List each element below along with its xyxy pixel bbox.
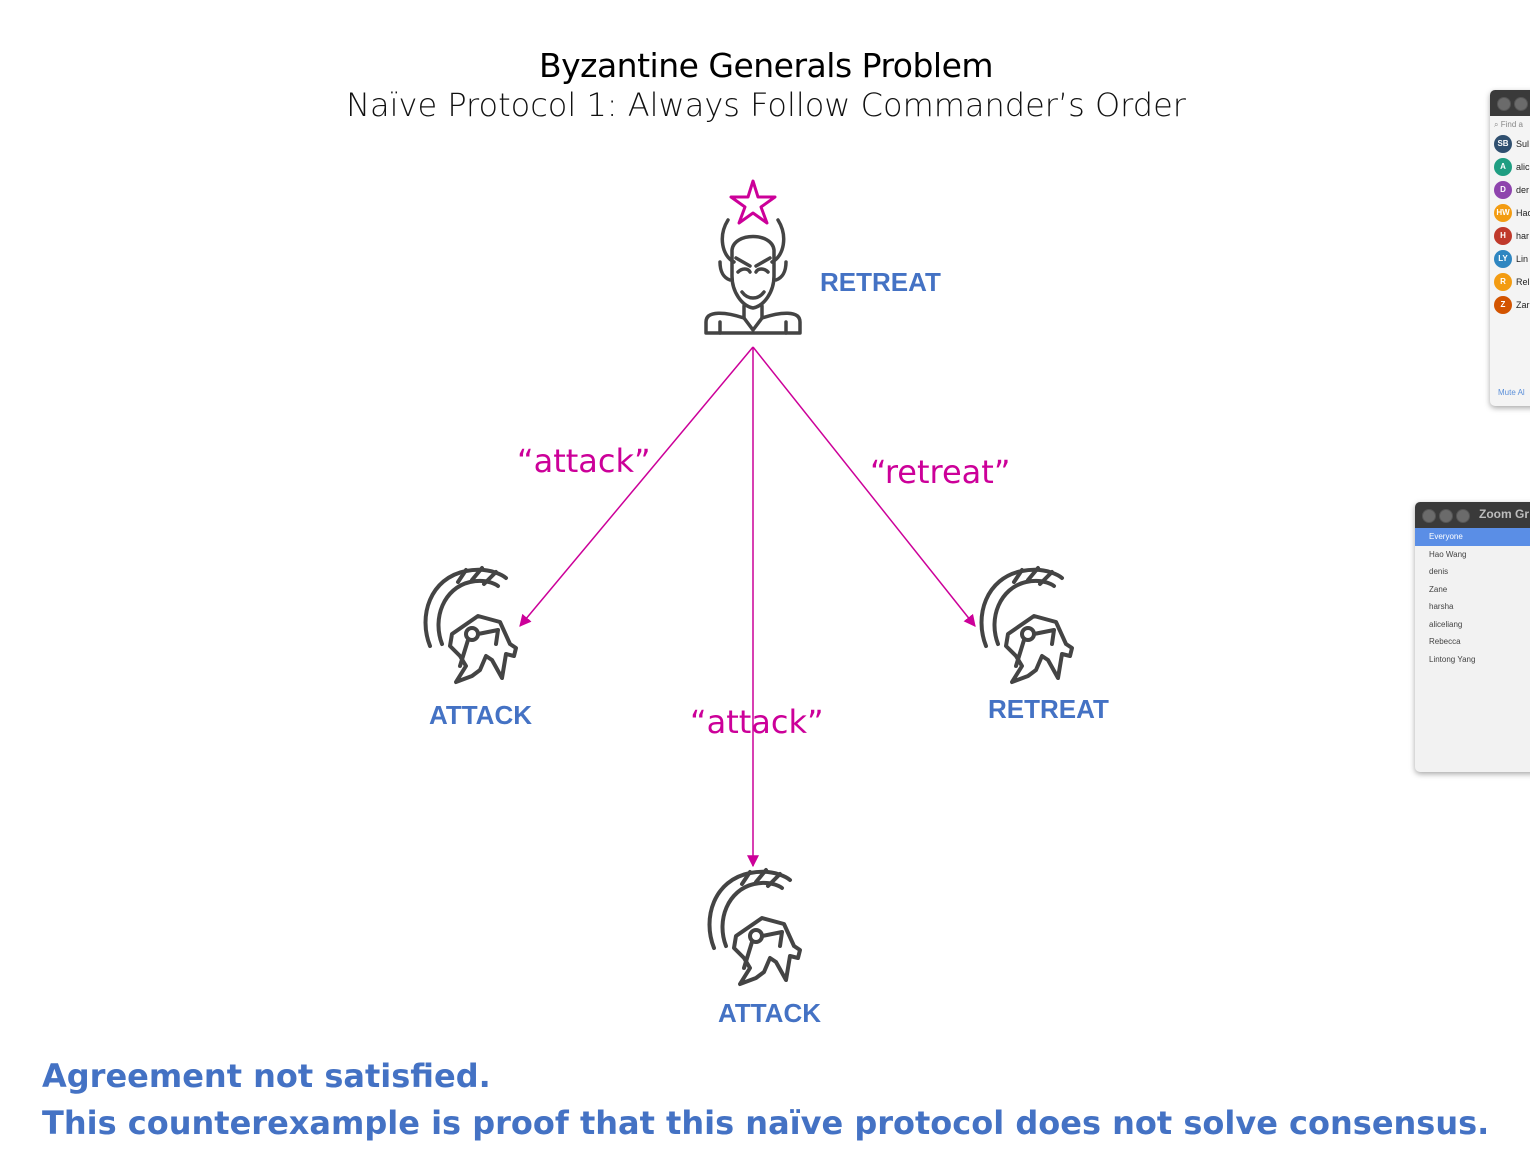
- participant-row[interactable]: R Rel: [1494, 273, 1530, 291]
- message-middle: “attack”: [690, 703, 824, 741]
- conclusion-line-2: This counterexample is proof that this n…: [42, 1104, 1490, 1142]
- recipient-item[interactable]: Lintong Yang: [1429, 654, 1476, 664]
- close-icon[interactable]: [1497, 97, 1511, 111]
- search-input[interactable]: Find a: [1500, 120, 1523, 129]
- participant-name: har: [1516, 231, 1530, 241]
- chat-window-title: Zoom Gr: [1479, 507, 1529, 521]
- recipient-item[interactable]: aliceliang: [1429, 619, 1463, 629]
- conclusion-line-1: Agreement not satisfied.: [42, 1057, 491, 1095]
- avatar: LY: [1494, 250, 1512, 268]
- search-icon: ⌕: [1494, 120, 1499, 129]
- participants-titlebar: [1490, 90, 1530, 116]
- star-icon: [729, 179, 777, 225]
- participant-row[interactable]: Z Zar: [1494, 296, 1530, 314]
- arrow-left: [519, 346, 754, 627]
- lieutenant-bottom-decision: ATTACK: [718, 998, 822, 1028]
- mute-all-button[interactable]: Mute Al: [1498, 388, 1525, 397]
- avatar: SB: [1494, 135, 1512, 153]
- recipient-item[interactable]: Rebecca: [1429, 637, 1461, 646]
- recipient-item[interactable]: harsha: [1429, 602, 1454, 611]
- devil-icon: [704, 218, 802, 335]
- avatar: D: [1494, 181, 1512, 199]
- avatar: A: [1494, 158, 1512, 176]
- participant-name: Sul: [1516, 139, 1530, 149]
- recipient-item[interactable]: Zane: [1429, 584, 1448, 594]
- recipient-item[interactable]: Everyone: [1415, 528, 1530, 546]
- participants-search[interactable]: ⌕ Find a: [1494, 120, 1523, 130]
- participant-row[interactable]: LY Lin: [1494, 250, 1528, 268]
- recipient-item[interactable]: denis: [1429, 567, 1449, 576]
- recipient-item[interactable]: Hao Wang: [1429, 549, 1467, 559]
- avatar: Z: [1494, 296, 1512, 314]
- avatar: R: [1494, 273, 1512, 291]
- spartan-helmet-icon-right: [979, 566, 1074, 684]
- minimize-icon[interactable]: [1514, 97, 1528, 111]
- participant-name: Hao: [1516, 208, 1530, 218]
- message-right: “retreat”: [870, 453, 1011, 491]
- chat-window: Zoom Gr Everyone Hao Wang denis Zane har…: [1415, 502, 1530, 772]
- close-icon[interactable]: [1422, 509, 1436, 523]
- participant-name: Lin: [1516, 254, 1529, 264]
- slide-subtitle: Naïve Protocol 1: Always Follow Commande…: [346, 86, 1186, 124]
- maximize-icon[interactable]: [1456, 509, 1470, 523]
- participant-name: alic: [1516, 162, 1530, 172]
- minimize-icon[interactable]: [1439, 509, 1453, 523]
- participant-name: Rel: [1516, 277, 1530, 287]
- spartan-helmet-icon-left: [423, 566, 518, 684]
- avatar: H: [1494, 227, 1512, 245]
- avatar: HW: [1494, 204, 1512, 222]
- participant-name: der: [1516, 185, 1530, 195]
- participant-name: Zar: [1516, 300, 1530, 310]
- slide-title: Byzantine Generals Problem: [538, 46, 994, 85]
- participant-row[interactable]: SB Sul: [1494, 135, 1529, 153]
- commander-decision: RETREAT: [820, 267, 941, 297]
- lieutenant-right-decision: RETREAT: [988, 694, 1109, 724]
- participant-row[interactable]: HW Hao: [1494, 204, 1530, 222]
- chat-titlebar: Zoom Gr: [1415, 502, 1530, 528]
- arrow-right: [752, 346, 976, 627]
- lieutenant-left-decision: ATTACK: [429, 700, 533, 730]
- spartan-helmet-icon-bottom: [707, 868, 802, 986]
- message-left: “attack”: [517, 442, 651, 480]
